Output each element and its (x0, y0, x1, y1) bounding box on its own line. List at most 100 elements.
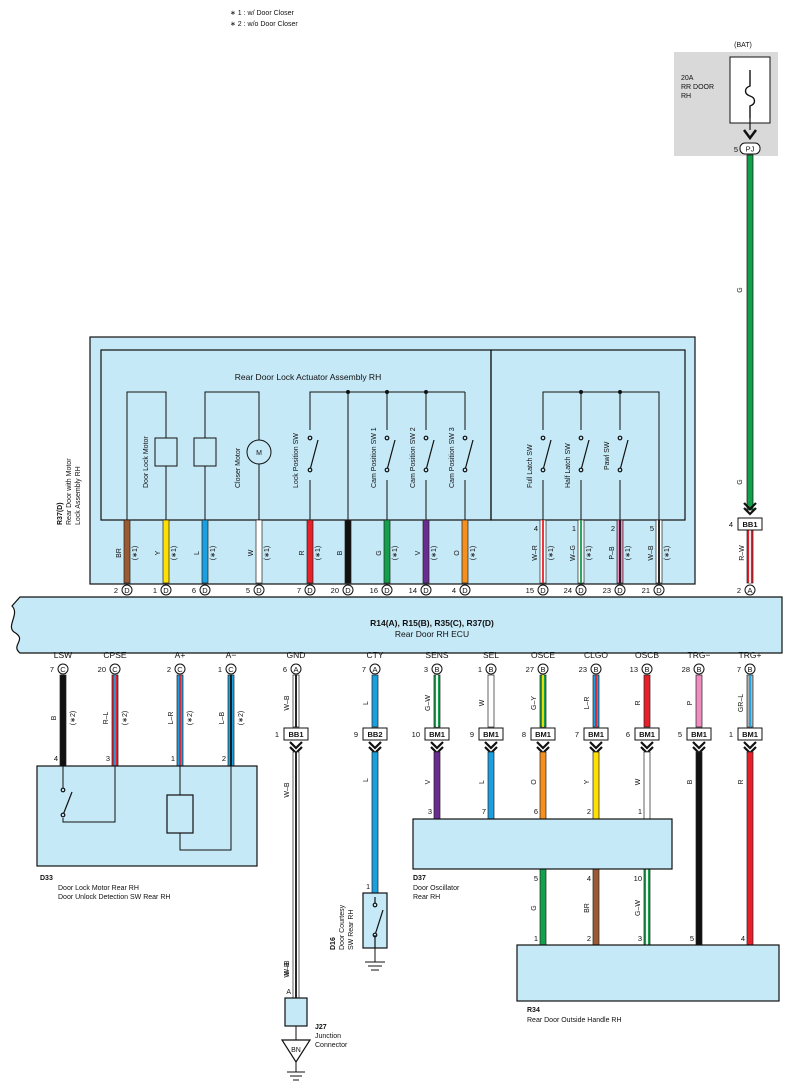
ecu-subtitle: Rear Door RH ECU (395, 629, 469, 639)
top-wire-3-note: (∗1) (264, 546, 271, 560)
top-wire-11-stripe (619, 520, 621, 583)
bottom-wire-2-dpin: 1 (171, 754, 175, 763)
ground-icon (365, 948, 385, 971)
bottom-wire-7 (487, 674, 495, 728)
bottom-wire-9-conn: B (593, 665, 598, 674)
bottom-wire-6-stripe (436, 675, 438, 727)
bottom-wire-10-conn: B (644, 665, 649, 674)
top-wire-4-pin: 7 (297, 586, 301, 595)
bottom-wire-4-term: GND (287, 650, 306, 660)
bottom-wire-8-bb-box (530, 727, 556, 741)
bottom-wire-2-note: (∗2) (187, 711, 194, 725)
bottom-wire-11-low (695, 751, 703, 946)
top-wire-2 (201, 519, 209, 584)
top-wire-12-code: W–B (648, 545, 655, 561)
bdr-bb-box (737, 517, 763, 531)
top-wire-2-pin: 6 (192, 586, 196, 595)
top-wire-5-code: B (337, 550, 344, 555)
d33-name-1: Door Lock Motor Rear RH (58, 885, 139, 892)
top-wire-9-connector (537, 584, 549, 596)
ant-wire-0 (539, 868, 547, 946)
bottom-wire-10-osc-pin: 1 (638, 807, 642, 816)
junction-dots (346, 390, 622, 394)
bottom-wire-4-bb-label: BB1 (288, 730, 303, 739)
top-wire-0-connector (121, 584, 133, 596)
bottom-wire-4-conn: A (293, 665, 298, 674)
bn-label: BN (291, 1047, 301, 1054)
bottom-wire-4-chevron-icon (289, 741, 303, 755)
bottom-wire-11-bb-pin: 5 (678, 730, 682, 739)
top-wire-5-connector (342, 584, 354, 596)
gnd-low-code-2: W–B (284, 782, 291, 798)
top-wire-13-code: R–W (739, 545, 746, 561)
part-cam-sw-3: Cam Position SW 3 (449, 427, 456, 488)
bottom-wire-10-code: R (635, 700, 642, 705)
g-label-upper: G (737, 287, 744, 292)
bottom-wire-9-bb-pin: 7 (575, 730, 579, 739)
top-wire-5 (344, 519, 352, 584)
top-wire-13-connector (744, 584, 756, 596)
bottom-wire-5-pin: 7 (362, 665, 366, 674)
j27-name-2: Connector (315, 1042, 348, 1049)
bottom-wire-12-bb-label: BM1 (742, 730, 758, 739)
top-wire-9-pin: 15 (526, 586, 534, 595)
bottom-wire-4-stripe (295, 675, 297, 727)
bottom-wire-10-term: OSCB (635, 650, 659, 660)
bottom-wire-10-connector (641, 663, 653, 675)
bottom-wire-9-term: CLGO (584, 650, 608, 660)
top-wire-4-connector (304, 584, 316, 596)
pj-connector (739, 142, 761, 155)
bottom-wire-1-conn: C (112, 665, 118, 674)
top-wire-8 (461, 519, 469, 584)
top-wire-7-note: (∗1) (431, 546, 438, 560)
bottom-wire-1-stripe (114, 675, 116, 766)
bottom-wire-6-pin: 3 (424, 665, 428, 674)
top-wire-9-code: W–R (532, 545, 539, 561)
top-wire-4-code: R (299, 550, 306, 555)
part-door-lock-motor: Door Lock Motor (143, 436, 150, 488)
bottom-wire-5-chevron-icon (368, 741, 382, 755)
ecu-box (10, 596, 783, 654)
bottom-wire-11 (695, 674, 703, 728)
top-wire-6-note: (∗1) (392, 546, 399, 560)
bottom-wire-0-pin: 7 (50, 665, 54, 674)
fuse-icon (744, 70, 756, 118)
r34-pin-4: 4 (741, 934, 745, 943)
bottom-wire-7-term: SEL (483, 650, 499, 660)
r34-box (516, 944, 780, 1002)
switch-icon (58, 787, 73, 818)
d16-name-2: SW Rear RH (348, 910, 355, 950)
part-half-latch-sw: Half Latch SW (565, 443, 572, 488)
bottom-wire-7-conn: B (488, 665, 493, 674)
top-wire-0-note: (∗1) (132, 546, 139, 560)
bottom-wire-7-bb-box (478, 727, 504, 741)
top-wire-1-note: (∗1) (171, 546, 178, 560)
part-closer-motor: Closer Motor (235, 447, 242, 488)
ant-wire-2-stripe (646, 869, 648, 945)
actuator-inner-title: Rear Door Lock Actuator Assembly RH (235, 372, 381, 382)
top-wire-1-pin: 1 (153, 586, 157, 595)
top-wire-12-apin: 5 (650, 524, 654, 533)
top-wire-4-conn: D (307, 586, 313, 595)
bottom-wire-12-bb-box (737, 727, 763, 741)
d33-name-2: Door Unlock Detection SW Rear RH (58, 894, 170, 901)
bottom-wire-11-connector (693, 663, 705, 675)
bottom-wire-6-term: SENS (425, 650, 448, 660)
bottom-wire-12-term: TRG+ (739, 650, 762, 660)
top-wire-12-note: (∗1) (664, 546, 671, 560)
d37-out-pin-2: 10 (634, 874, 642, 883)
top-wire-12-conn: D (656, 586, 662, 595)
bottom-wire-5-code: L (363, 701, 370, 705)
fuse-section: (BAT) 20A RR DOOR RH 5 PJ (674, 42, 778, 156)
bottom-wire-6-code: G–W (425, 695, 432, 711)
bottom-wire-3-code: L–B (219, 711, 226, 724)
bottom-wire-9-bb-label: BM1 (588, 730, 604, 739)
bottom-wire-5 (371, 674, 379, 728)
switch-symbols (305, 430, 629, 480)
bottom-wire-12-connector (744, 663, 756, 675)
top-wire-7-connector (420, 584, 432, 596)
bottom-wire-8-low (539, 751, 547, 820)
r34-name: Rear Door Outside Handle RH (527, 1017, 622, 1024)
bottom-wire-5-conn: A (372, 665, 377, 674)
